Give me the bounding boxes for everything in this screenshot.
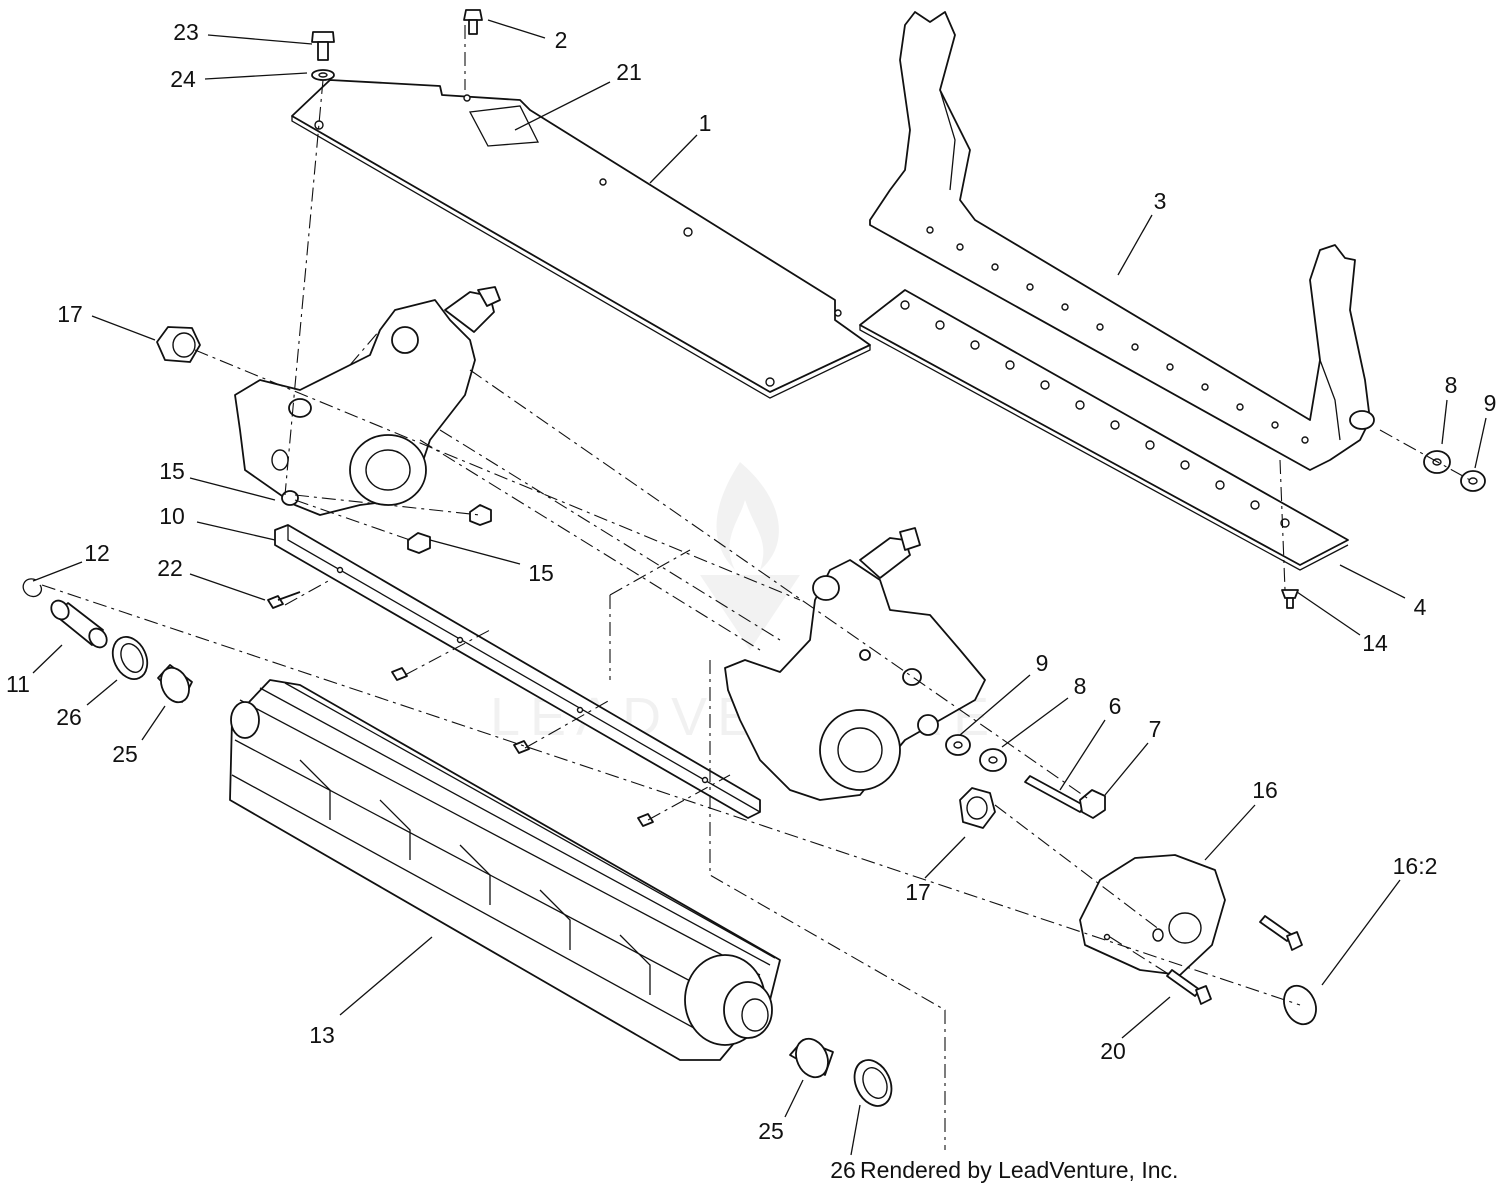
leader-line-c2 (487, 19, 546, 39)
leader-line-c15a (189, 477, 276, 501)
part-9-washer-lower (945, 734, 971, 756)
part-24-washer (311, 69, 335, 81)
leader-line-c17a (91, 315, 156, 341)
leader-line-c25b (784, 1079, 804, 1118)
callout-c11: 11 (6, 671, 30, 697)
callout-c3: 3 (1154, 188, 1167, 214)
callout-c23: 23 (173, 19, 199, 45)
callout-c8b: 8 (1074, 673, 1087, 699)
leader-line-c15b (429, 539, 521, 565)
leader-line-c24 (204, 72, 308, 80)
leader-line-c4 (1339, 564, 1406, 599)
part-23-bolt (311, 31, 335, 61)
callout-c17b: 17 (905, 879, 931, 905)
leader-line-c9a (1474, 417, 1487, 469)
leader-line-c26b (850, 1104, 861, 1156)
callout-c14: 14 (1362, 630, 1388, 656)
part-20-bolts (1166, 915, 1303, 1005)
callout-c16: 16 (1252, 777, 1278, 803)
leader-line-c9b (959, 674, 1031, 736)
callout-c21: 21 (616, 59, 642, 85)
callout-c4: 4 (1414, 594, 1427, 620)
leader-line-c20 (1121, 996, 1171, 1039)
credit-text: Rendered by LeadVenture, Inc. (860, 1157, 1178, 1183)
right-side-housing (724, 527, 986, 801)
leader-line-c16b (1321, 879, 1401, 986)
part-12-snap-ring (22, 578, 43, 598)
part-4-plate (859, 289, 1349, 571)
callout-c17a: 17 (57, 301, 83, 327)
leader-line-c13 (339, 936, 433, 1016)
assembly-lines (41, 25, 1471, 1150)
callout-c9a: 9 (1484, 390, 1497, 416)
leader-line-c11 (32, 644, 63, 674)
callout-c25b: 25 (758, 1118, 784, 1144)
callout-leaders (32, 19, 1487, 1156)
leader-line-c14 (1296, 591, 1361, 636)
callout-c1: 1 (699, 110, 712, 136)
v-logo-icon (700, 575, 800, 650)
callout-c8a: 8 (1445, 372, 1458, 398)
leader-line-c8b (1001, 697, 1069, 748)
callout-c6: 6 (1109, 693, 1122, 719)
part-7-bolt (1079, 789, 1106, 819)
flame-logo-icon (716, 462, 779, 570)
leader-line-c16 (1204, 804, 1256, 861)
callout-c22: 22 (157, 555, 183, 581)
leader-line-c22 (189, 573, 266, 601)
leader-line-c1 (649, 134, 698, 184)
leader-line-c10 (196, 521, 276, 541)
callout-c12: 12 (84, 540, 110, 566)
part-17-nut-left (156, 326, 201, 363)
leader-line-c12 (32, 561, 83, 582)
part-13-reel (229, 679, 781, 1061)
part-9-washer-upper (1460, 470, 1486, 492)
leader-line-c26a (86, 679, 118, 706)
callout-c24: 24 (170, 66, 196, 92)
leader-line-c21 (514, 81, 611, 131)
callout-c2: 2 (555, 27, 568, 53)
callout-c10: 10 (159, 503, 185, 529)
part-10-bar (274, 524, 761, 819)
callout-c16b: 16:2 (1393, 853, 1438, 879)
callout-labels: 1234678899101112131415151616:21717202122… (6, 19, 1496, 1183)
part-2-screw (463, 9, 483, 35)
part-6-pin (1024, 775, 1086, 813)
part-25-bearing-right (789, 1037, 834, 1079)
leader-line-c7 (1104, 742, 1149, 796)
part-8-washer-lower (979, 748, 1007, 772)
part-16-cover (1079, 854, 1226, 976)
callout-c25a: 25 (112, 741, 138, 767)
leader-line-c6 (1059, 719, 1106, 791)
part-11-bushing (50, 599, 108, 649)
part-1-top-shield (291, 79, 871, 399)
callout-c20: 20 (1100, 1038, 1126, 1064)
part-14-screw (1281, 589, 1299, 609)
leader-line-c8a (1441, 399, 1448, 445)
part-17-nut-right (959, 787, 996, 829)
leader-line-c25a (141, 705, 166, 741)
callout-c26a: 26 (56, 704, 82, 730)
callout-c7: 7 (1149, 716, 1162, 742)
callout-c15b: 15 (528, 560, 554, 586)
part-22-bolts (267, 591, 654, 827)
callout-c26b: 26 (830, 1157, 856, 1183)
callout-c15a: 15 (159, 458, 185, 484)
left-side-housing (234, 286, 501, 516)
callout-c9b: 9 (1036, 650, 1049, 676)
callout-c13: 13 (309, 1022, 335, 1048)
leader-line-c23 (207, 34, 313, 45)
part-26-seal-left (111, 636, 149, 680)
leader-line-c17b (924, 836, 966, 879)
part-3-carrier-frame (869, 11, 1375, 471)
part-26-seal-right (853, 1059, 893, 1107)
part-15-nuts (407, 504, 492, 554)
leader-line-c3 (1117, 214, 1153, 276)
part-25-bearing-left (157, 664, 193, 704)
